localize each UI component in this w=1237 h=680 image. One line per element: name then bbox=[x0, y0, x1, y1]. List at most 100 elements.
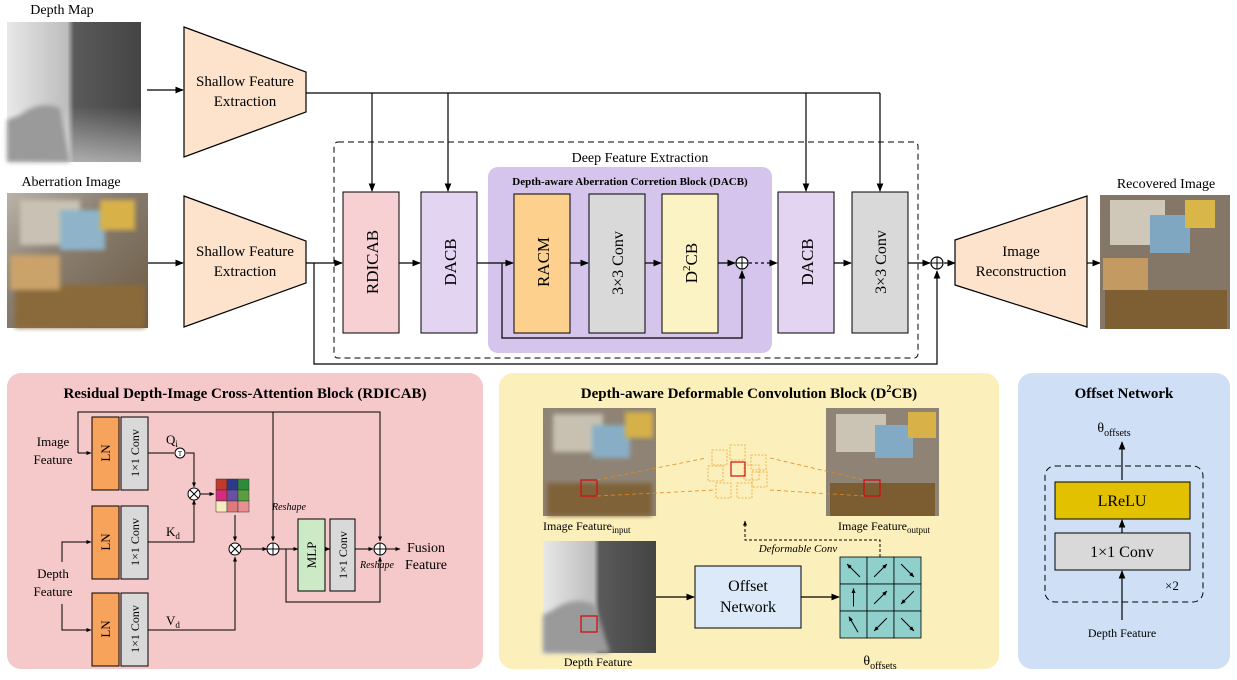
aberration-image-label: Aberration Image bbox=[21, 175, 120, 190]
rdicab-conv-block: 1×1 Conv bbox=[329, 518, 356, 592]
attention-cell bbox=[215, 489, 228, 502]
d2cb-panel-title: Depth-aware Deformable Convolution Block… bbox=[581, 384, 917, 402]
offset-conv-block: 1×1 Conv bbox=[1054, 532, 1191, 571]
rdicab-depth-feature-2: Feature bbox=[34, 584, 73, 599]
offset-arrow bbox=[846, 563, 861, 578]
offset-network-panel bbox=[1018, 373, 1230, 669]
offset-arrow bbox=[900, 590, 915, 605]
offset-panel-theta: θoffsets bbox=[1097, 421, 1130, 439]
shallow-fe-image-line1: Shallow Feature bbox=[196, 244, 294, 260]
transpose-node: T bbox=[174, 447, 186, 459]
recovered-image-label: Recovered Image bbox=[1117, 177, 1215, 192]
attention-cell bbox=[237, 489, 250, 502]
svg-text:D2CB: D2CB bbox=[681, 243, 701, 283]
svg-text:MLP: MLP bbox=[304, 542, 319, 569]
offset-network-box: Offset Network bbox=[694, 565, 802, 629]
lrelu-block: LReLU bbox=[1054, 481, 1191, 520]
svg-text:LN: LN bbox=[98, 620, 113, 638]
sum-node-dacb bbox=[735, 256, 749, 270]
image-feature-output-thumb bbox=[826, 408, 939, 516]
svg-text:1×1 Conv: 1×1 Conv bbox=[128, 605, 142, 653]
aberration-image bbox=[7, 193, 148, 328]
offset-repeat-box bbox=[1044, 465, 1204, 603]
rdicab-image-feature-1: Image bbox=[37, 434, 70, 449]
svg-text:Network: Network bbox=[720, 599, 776, 616]
rdicab-image-feature-2: Feature bbox=[34, 452, 73, 467]
offset-arrow bbox=[873, 563, 888, 578]
mlp-block: MLP bbox=[297, 518, 326, 592]
fusion-feature-2: Feature bbox=[405, 558, 447, 573]
recovered-image bbox=[1100, 195, 1230, 329]
svg-text:1×1 Conv: 1×1 Conv bbox=[128, 518, 142, 566]
k-label: Kd bbox=[166, 524, 180, 541]
fusion-feature-1: Fusion bbox=[407, 541, 445, 556]
attention-cell bbox=[226, 478, 239, 491]
depth-feature-thumb bbox=[543, 541, 656, 653]
svg-text:T: T bbox=[178, 450, 183, 458]
q-label: Qi bbox=[166, 432, 178, 449]
attention-cell bbox=[226, 500, 239, 513]
svg-text:DACB: DACB bbox=[798, 238, 817, 285]
d2cb-block: D2CB bbox=[661, 193, 719, 334]
dacb-block-1: DACB bbox=[420, 191, 478, 334]
attention-cell bbox=[237, 478, 250, 491]
svg-text:LN: LN bbox=[98, 444, 113, 462]
image-reconstruction-line2: Reconstruction bbox=[976, 264, 1067, 280]
deformable-conv-arrow bbox=[743, 520, 881, 557]
svg-text:3×3 Conv: 3×3 Conv bbox=[610, 231, 627, 295]
deformable-conv-label: Deformable Conv bbox=[758, 543, 838, 555]
svg-text:LReLU: LReLU bbox=[1098, 493, 1147, 510]
matmul-node-2 bbox=[228, 542, 242, 556]
attention-cell bbox=[226, 489, 239, 502]
main-flow-arrows bbox=[306, 259, 956, 365]
deep-feature-extraction-box bbox=[333, 141, 919, 359]
add-node-1 bbox=[266, 542, 280, 556]
svg-text:LN: LN bbox=[98, 533, 113, 551]
offset-arrow bbox=[848, 616, 859, 633]
shallow-feature-extraction-image bbox=[183, 195, 307, 328]
dacb-title: Depth-aware Aberration Corretion Block (… bbox=[512, 176, 748, 188]
deformable-sampling-cluster bbox=[596, 444, 865, 499]
rdicab-row-v: LN 1×1 Conv bbox=[91, 592, 149, 667]
deep-feature-extraction-label: Deep Feature Extraction bbox=[572, 151, 709, 166]
sampling-center bbox=[730, 461, 746, 477]
reshape-label-1: Reshape bbox=[271, 502, 306, 513]
offset-panel-depth-feature: Depth Feature bbox=[1088, 626, 1156, 640]
offset-arrow bbox=[873, 617, 888, 632]
rdicab-depth-feature-1: Depth bbox=[37, 566, 69, 581]
image-reconstruction-line1: Image bbox=[1002, 244, 1040, 260]
offset-arrow bbox=[900, 617, 915, 632]
offset-arrow bbox=[900, 563, 915, 578]
depth-map-label: Depth Map bbox=[30, 3, 93, 18]
racm-block: RACM bbox=[513, 193, 571, 334]
svg-text:1×1 Conv: 1×1 Conv bbox=[336, 531, 350, 579]
add-node-2 bbox=[373, 542, 387, 556]
shallow-feature-extraction-depth bbox=[183, 26, 307, 158]
svg-text:DACB: DACB bbox=[441, 238, 460, 285]
shallow-fe-image-line2: Extraction bbox=[214, 264, 277, 280]
image-reconstruction bbox=[954, 195, 1088, 328]
svg-text:3×3 Conv: 3×3 Conv bbox=[873, 230, 890, 294]
d2cb-depth-feature-label: Depth Feature bbox=[564, 655, 632, 669]
rdicab-arrows bbox=[61, 411, 401, 632]
svg-text:RDICAB: RDICAB bbox=[363, 230, 382, 294]
shallow-fe-depth-line2: Extraction bbox=[214, 94, 277, 110]
matmul-node-1 bbox=[187, 487, 201, 501]
attention-cell bbox=[215, 478, 228, 491]
rdicab-row-q: LN 1×1 Conv bbox=[91, 416, 149, 491]
repeat-label: ×2 bbox=[1165, 578, 1179, 593]
svg-text:Offset: Offset bbox=[728, 578, 768, 595]
offset-arrow bbox=[873, 590, 888, 605]
sum-node-global bbox=[930, 256, 944, 270]
svg-text:1×1 Conv: 1×1 Conv bbox=[128, 429, 142, 477]
image-feature-input-thumb bbox=[543, 408, 656, 516]
d2cb-theta-offsets: θoffsets bbox=[863, 654, 896, 672]
image-feature-input-label: Image Featureinput bbox=[543, 519, 631, 535]
depth-map-image bbox=[7, 22, 141, 162]
attention-matrix bbox=[215, 478, 250, 513]
svg-text:RACM: RACM bbox=[534, 237, 553, 287]
rdicab-block: RDICAB bbox=[342, 191, 400, 334]
image-feature-output-label: Image Featureoutput bbox=[838, 519, 930, 535]
